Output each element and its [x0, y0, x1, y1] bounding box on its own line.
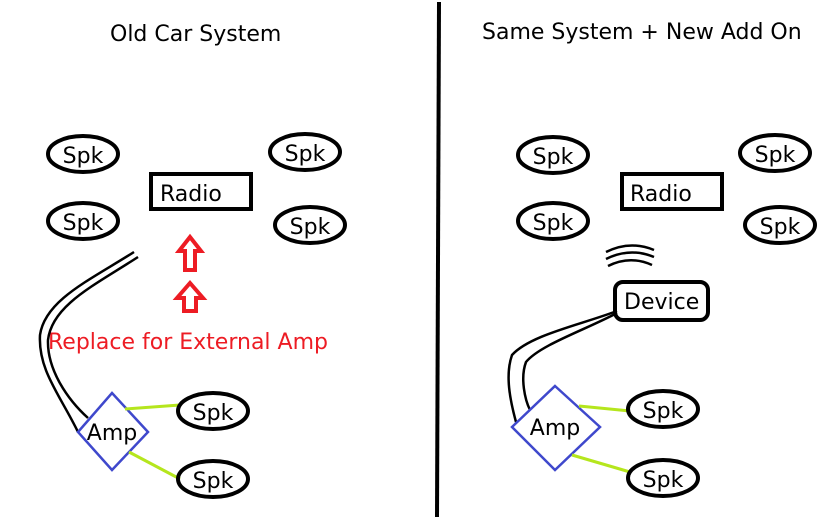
right-speaker-4: Spk	[743, 205, 817, 245]
left-radio-amp-cable	[38, 250, 139, 433]
device-amp-cable	[507, 309, 618, 423]
right-speaker-3: Spk	[738, 133, 812, 173]
left-radio: Radio	[149, 172, 253, 211]
speaker-label: Spk	[285, 142, 326, 167]
speaker-label: Spk	[533, 211, 574, 236]
left-speaker-2: Spk	[46, 201, 120, 241]
amp-speaker-wire	[124, 403, 181, 411]
left-amp-speaker-1: Spk	[176, 391, 250, 431]
panel-divider	[435, 1, 441, 517]
left-speaker-3: Spk	[268, 132, 342, 172]
up-arrow-icon	[172, 279, 208, 313]
amp-speaker-wire	[571, 453, 631, 474]
left-speaker-4: Spk	[273, 205, 347, 245]
speaker-label: Spk	[63, 211, 104, 236]
speaker-label: Spk	[193, 401, 234, 426]
radio-label: Radio	[630, 182, 692, 207]
left-speaker-1: Spk	[46, 134, 120, 174]
speaker-label: Spk	[755, 143, 796, 168]
left-amp: Amp	[76, 391, 150, 472]
speaker-label: Spk	[760, 215, 801, 240]
replace-callout: Replace for External Amp	[48, 330, 328, 355]
speaker-label: Spk	[290, 215, 331, 240]
speaker-label: Spk	[643, 468, 684, 493]
speaker-label: Spk	[63, 144, 104, 169]
amp-speaker-wire	[578, 404, 631, 413]
speaker-label: Spk	[643, 399, 684, 424]
amp-label: Amp	[87, 421, 137, 446]
amp-label: Amp	[530, 416, 580, 441]
right-amp-speaker-2: Spk	[626, 458, 700, 498]
speaker-label: Spk	[533, 145, 574, 170]
right-amp: Amp	[510, 384, 602, 472]
wireless-signal-icon	[605, 244, 655, 268]
right-speaker-2: Spk	[516, 201, 590, 241]
amp-speaker-wire	[128, 450, 181, 481]
left-panel-title: Old Car System	[110, 22, 282, 47]
up-arrow-icon	[174, 233, 206, 272]
right-amp-speaker-1: Spk	[626, 389, 700, 429]
device-box: Device	[613, 280, 710, 322]
device-label: Device	[624, 290, 699, 315]
right-panel-title: Same System + New Add On	[482, 20, 802, 45]
right-speaker-1: Spk	[516, 135, 590, 175]
speaker-label: Spk	[193, 469, 234, 494]
right-radio: Radio	[620, 172, 724, 211]
left-amp-speaker-2: Spk	[176, 459, 250, 499]
radio-label: Radio	[160, 182, 222, 207]
